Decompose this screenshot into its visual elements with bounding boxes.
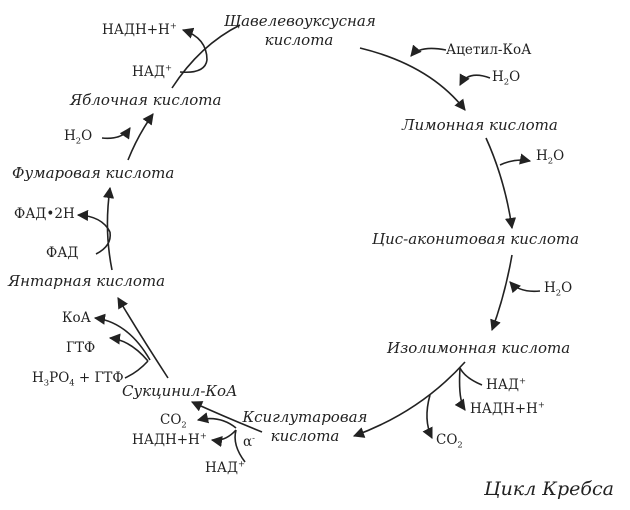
cofactor-nad-ketoglutarate: НАД+	[205, 458, 245, 476]
arrow-ketoglutarate-to-succinylcoa	[190, 401, 263, 433]
metabolite-cis-aconitate: Цис-аконитовая кислота	[372, 230, 580, 248]
cofactor-gtf: ГТФ	[66, 340, 96, 356]
metabolite-citrate: Лимонная кислота	[402, 116, 558, 134]
arrow-isocitrate-to-ketoglutarate	[352, 361, 466, 438]
arrow-h2o-citrate-in	[459, 73, 491, 86]
cofactor-h2o-malate: H2O	[64, 128, 93, 146]
cofactor-alpha: α-	[243, 432, 255, 450]
metabolite-ketoglutarate: Ксиглутаровая кислота	[230, 408, 380, 446]
arrow-nadh-out-isocitrate	[454, 367, 466, 411]
cofactor-co2-isocitrate: CO2	[436, 432, 463, 450]
cofactor-phosphate-gtf: H3PO4 + ГТФ	[32, 370, 124, 388]
metabolite-fumarate: Фумаровая кислота	[12, 164, 175, 182]
ketoglutarate-line1: Ксиглутаровая	[242, 408, 368, 426]
metabolite-oxaloacetate: Щавелевоуксусная кислота	[224, 12, 376, 50]
ketoglutarate-line2: кислота	[270, 426, 340, 445]
arrow-acetylcoa-in	[410, 44, 447, 57]
arrow-nad-in-ketoglutarate	[234, 429, 246, 463]
cofactor-acetyl-coa: Ацетил-КоА	[446, 42, 532, 58]
arrow-malate-to-oxaloacetate	[171, 24, 241, 89]
cofactor-fad: ФАД	[46, 245, 79, 261]
metabolite-succinate: Янтарная кислота	[8, 272, 166, 290]
arrow-nad-in-isocitrate	[459, 367, 483, 386]
cofactor-nadh-ketoglutarate: НАДН+Н+	[132, 430, 207, 448]
arrow-fadh2-out	[76, 209, 111, 233]
arrow-co2-out-isocitrate	[422, 394, 433, 440]
arrow-phosphate-in	[124, 360, 149, 379]
arrow-nadh-out-malate	[181, 27, 208, 61]
arrow-fumarate-to-malate	[127, 113, 154, 161]
cofactor-co2-ketoglutarate: CO2	[160, 412, 187, 430]
cofactor-h2o-3: H2O	[544, 280, 573, 298]
metabolite-isocitrate: Изолимонная кислота	[387, 339, 571, 357]
arrow-nad-in-malate	[179, 59, 208, 74]
arrow-koa-out	[93, 313, 151, 361]
cofactor-koa: КоА	[62, 310, 91, 326]
arrow-citrate-to-cisaconitate	[485, 137, 517, 230]
cofactor-nadh-isocitrate: НАДН+Н+	[470, 399, 545, 417]
cofactor-h2o-2: H2O	[536, 148, 565, 166]
diagram-title: Цикл Кребса	[484, 478, 614, 500]
arrow-h2o-out-citrate	[499, 153, 532, 166]
cofactor-nadh-malate: НАДН+Н+	[102, 20, 177, 38]
arrow-nadh-out-ketoglutarate	[210, 429, 237, 448]
arrow-fad-in	[95, 231, 112, 255]
cofactor-fadh2: ФАД•2Н	[14, 206, 75, 222]
oxaloacetate-line2: кислота	[264, 30, 334, 49]
metabolite-succinyl-coa: Сукцинил-КоА	[122, 382, 238, 400]
arrow-oxaloacetate-to-citrate	[359, 47, 466, 111]
metabolite-malate: Яблочная кислота	[70, 91, 222, 109]
arrow-gtf-out	[108, 333, 149, 362]
cofactor-nad-isocitrate: НАД+	[486, 375, 526, 393]
arrow-cisaconitate-to-isocitrate	[490, 254, 513, 332]
arrow-co2-out-ketoglutarate	[196, 412, 237, 429]
cofactor-nad-malate: НАД+	[132, 62, 172, 80]
cofactor-h2o-1: H2O	[492, 69, 521, 87]
arrow-succinate-to-fumarate	[103, 186, 115, 271]
oxaloacetate-line1: Щавелевоуксусная	[224, 12, 376, 30]
arrow-h2o-in-malate	[101, 127, 131, 140]
arrow-h2o-in-isocitrate	[509, 281, 541, 294]
arrow-succinylcoa-to-succinate	[117, 297, 169, 379]
